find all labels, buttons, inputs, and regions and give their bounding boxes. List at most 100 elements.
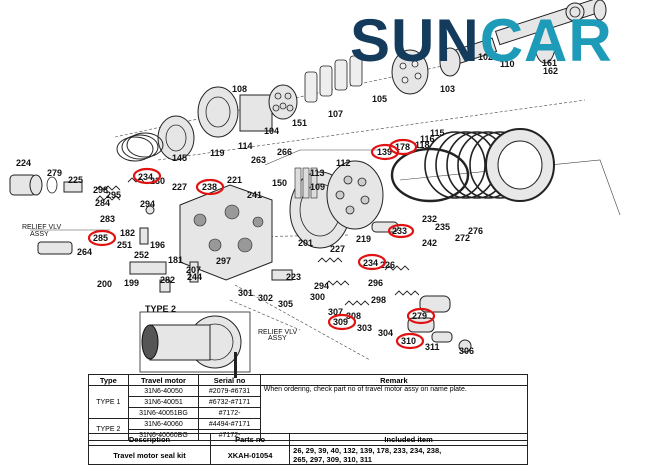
type2-inset <box>139 311 251 378</box>
label-223: 223 <box>286 272 301 282</box>
label-242: 242 <box>422 238 437 248</box>
label-272: 272 <box>455 233 470 243</box>
col-parts-no: Parts no <box>209 433 291 446</box>
highlight-234-right <box>357 253 387 271</box>
label-109: 109 <box>310 182 325 192</box>
table-row: TYPE 1 31N6-40050 #2079-#6731 When order… <box>88 385 529 441</box>
label-282: 282 <box>160 275 175 285</box>
shaft-assembly <box>453 0 607 65</box>
cell-serial: #2079-#6731 <box>198 385 261 397</box>
label-115: 115 <box>430 128 445 138</box>
label-108: 108 <box>232 84 247 94</box>
label-150: 150 <box>272 178 287 188</box>
label-181: 181 <box>168 255 183 265</box>
label-276: 276 <box>468 226 483 236</box>
label-199: 199 <box>124 278 139 288</box>
label-233: 233 <box>392 226 407 236</box>
label-113: 113 <box>310 168 325 178</box>
label-296: 296 <box>368 278 383 288</box>
cell-type: TYPE 1 <box>88 385 129 419</box>
label-307: 307 <box>328 307 343 317</box>
label-252: 252 <box>134 250 149 260</box>
label-224: 224 <box>16 158 31 168</box>
cell-serial: #6732-#7171 <box>198 396 261 408</box>
label-178: 178 <box>395 142 410 152</box>
label-219: 219 <box>356 234 371 244</box>
label-118: 118 <box>415 140 430 150</box>
label-151: 151 <box>292 118 307 128</box>
part-number-labels: 102 110 161 162 103 105 108 151 107 104 … <box>16 52 558 356</box>
label-139: 139 <box>377 147 392 157</box>
highlight-233 <box>387 223 415 239</box>
label-297: 297 <box>216 256 231 266</box>
seal-kit-highlights <box>87 138 436 350</box>
table-row: 31N6-40051BG #7172- <box>89 407 528 419</box>
cell-motor: 31N6-40050 <box>127 385 200 397</box>
label-311: 311 <box>425 342 440 352</box>
label-235: 235 <box>435 222 450 232</box>
label-110: 110 <box>500 59 515 69</box>
table-row: 31N6-40051 #6732-#7171 <box>89 396 528 408</box>
label-227-b: 227 <box>330 244 345 254</box>
cell-serial: #4494-#7171 <box>198 418 261 430</box>
label-116: 116 <box>420 134 435 144</box>
label-102: 102 <box>478 52 493 62</box>
col-included-item: Included item <box>289 433 528 446</box>
label-201: 201 <box>298 238 313 248</box>
label-234-b: 234 <box>363 258 378 268</box>
table-header-row: Type Travel motor Serial no Remark <box>88 374 529 386</box>
label-227: 227 <box>172 182 187 192</box>
col-remark: Remark <box>259 374 529 386</box>
label-298-b: 298 <box>371 295 386 305</box>
brake-disc-stack <box>390 128 555 203</box>
col-description: Description <box>88 433 211 446</box>
relief-vlv-label-1: RELIEF VLV <box>22 224 61 231</box>
label-304: 304 <box>378 328 393 338</box>
label-200: 200 <box>97 279 112 289</box>
label-182: 182 <box>120 228 135 238</box>
label-161: 161 <box>542 58 557 68</box>
label-105: 105 <box>372 94 387 104</box>
label-226: 226 <box>380 260 395 270</box>
label-285: 285 <box>93 233 108 243</box>
label-104: 104 <box>264 126 279 136</box>
cell-motor: 31N6-40051 <box>127 396 200 408</box>
label-305: 305 <box>278 299 293 309</box>
seal-kit-table: Description Parts no Included item Trave… <box>88 433 528 465</box>
label-232: 232 <box>422 214 437 224</box>
label-309: 309 <box>333 317 348 327</box>
cell-motor: 31N6-40051BG <box>127 407 200 419</box>
highlight-309 <box>327 313 357 331</box>
label-279-b: 279 <box>412 311 427 321</box>
cell-serial: #7172- <box>198 407 261 419</box>
cell-description: Travel motor seal kit <box>88 445 211 465</box>
label-145: 145 <box>172 153 187 163</box>
label-196: 196 <box>150 240 165 250</box>
label-221: 221 <box>227 175 242 185</box>
col-type: Type <box>88 374 129 386</box>
label-238: 238 <box>202 182 217 192</box>
label-162: 162 <box>543 66 558 76</box>
label-306: 306 <box>459 346 474 356</box>
logo-text-car: CAR <box>479 7 613 74</box>
table-header-row: Description Parts no Included item <box>88 433 528 446</box>
label-244: 244 <box>187 272 202 282</box>
label-207: 207 <box>186 265 201 275</box>
label-301: 301 <box>238 288 253 298</box>
cell-included-items: 26, 29, 39, 40, 132, 139, 178, 233, 234,… <box>289 445 528 465</box>
label-310: 310 <box>401 336 416 346</box>
label-112: 112 <box>336 158 351 168</box>
relief-vlv-assy-label-1: ASSY <box>30 231 49 238</box>
label-300: 300 <box>310 292 325 302</box>
label-241: 241 <box>247 190 262 200</box>
label-225: 225 <box>68 175 83 185</box>
right-small-parts <box>271 221 472 353</box>
label-114: 114 <box>238 141 253 151</box>
logo-text-sun: SUN <box>350 7 480 74</box>
label-234: 234 <box>138 172 153 182</box>
label-263: 263 <box>251 155 266 165</box>
label-298: 298 <box>93 185 108 195</box>
highlight-310 <box>395 332 425 350</box>
highlight-285 <box>87 229 117 247</box>
label-294: 294 <box>140 199 155 209</box>
